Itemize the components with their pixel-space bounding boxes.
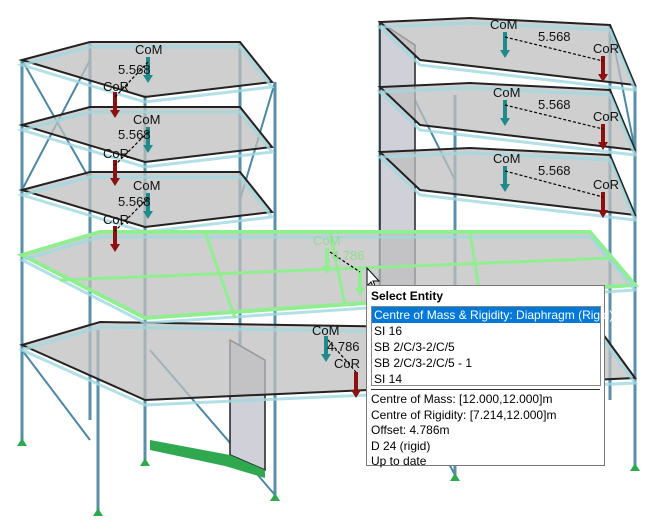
cor-label: CoR xyxy=(593,41,619,56)
beam-outline xyxy=(16,110,275,169)
offset-label-selected: 4.786 xyxy=(332,248,365,263)
cor-arrow-icon-head xyxy=(110,178,120,186)
cor-label: CoR xyxy=(103,79,129,94)
beam-outline xyxy=(376,21,638,92)
com-label: CoM xyxy=(133,112,160,127)
offset-label: 5.568 xyxy=(118,194,151,209)
selected-wall-footing xyxy=(150,440,265,478)
com-arrow-icon-head xyxy=(500,50,510,58)
status: Up to date xyxy=(371,454,427,468)
support-icon xyxy=(17,438,27,446)
cor-label: CoR xyxy=(103,212,129,227)
beam-outline xyxy=(376,151,638,222)
com-label: CoM xyxy=(133,178,160,193)
offset-line xyxy=(114,197,149,232)
entity-item-si16[interactable]: SI 16 xyxy=(374,324,403,338)
support-icon xyxy=(450,473,460,481)
com-arrow-icon-head xyxy=(321,354,331,362)
support-icon xyxy=(140,458,150,466)
com-arrow-icon-head xyxy=(143,211,153,219)
cor-arrow-icon-head xyxy=(110,110,120,118)
offset-label: 4.786 xyxy=(327,339,360,354)
cor-arrow-icon-head xyxy=(598,142,608,150)
floor-slab xyxy=(377,81,637,152)
com-label-selected: CoM xyxy=(313,233,340,248)
offset-line xyxy=(114,131,149,166)
offset-label: 5.568 xyxy=(118,62,151,77)
beam-outline xyxy=(376,86,638,157)
offset-label: 5.568 xyxy=(118,127,151,142)
offset-line xyxy=(504,36,604,62)
popup-title: Select Entity xyxy=(371,289,444,303)
support-icon xyxy=(270,493,280,501)
centre-of-mass: Centre of Mass: [12.000,12.000]m xyxy=(371,392,553,406)
entity-list[interactable]: Centre of Mass & Rigidity: Diaphragm (Ri… xyxy=(371,306,614,386)
com-label: CoM xyxy=(493,151,520,166)
offset-line xyxy=(504,170,604,198)
beam-outline xyxy=(17,325,638,407)
cor-label: CoR xyxy=(334,356,360,371)
com-label: CoM xyxy=(312,323,339,338)
cor-arrow-icon-head xyxy=(598,210,608,218)
offset-label: 5.568 xyxy=(538,163,571,178)
beam-outline xyxy=(16,175,275,234)
diaphragm-id: D 24 (rigid) xyxy=(371,438,431,453)
com-label: CoM xyxy=(493,85,520,100)
entity-item-si14[interactable]: SI 14 xyxy=(374,372,403,386)
cor-arrow-icon-head xyxy=(351,390,361,398)
com-arrow-selected-icon-head xyxy=(322,266,332,274)
offset-line xyxy=(329,251,361,273)
cor-label: CoR xyxy=(593,109,619,124)
entity-item-sb-2c3-2c5[interactable]: SB 2/C/3-2/C/5 xyxy=(374,340,455,354)
offset-line xyxy=(504,104,604,130)
centre-of-rigidity: Centre of Rigidity: [7.214,12.000]m xyxy=(371,407,557,422)
entity-item-diaphragm[interactable]: Centre of Mass & Rigidity: Diaphragm (Ri… xyxy=(372,307,614,323)
selected-diaphragm xyxy=(16,230,640,321)
entity-item-sb-2c3-2c5-1[interactable]: SB 2/C/3-2/C/5 - 1 xyxy=(374,356,473,370)
com-cor-arrows xyxy=(110,32,608,398)
cor-arrow-icon-head xyxy=(110,244,120,252)
brace xyxy=(21,349,91,441)
cor-arrow-selected-icon-head xyxy=(355,288,365,296)
select-entity-popup: Select Entity Centre of Mass & Rigidity:… xyxy=(366,285,614,468)
offset-line xyxy=(327,339,357,373)
beam-outline xyxy=(17,235,639,325)
com-label: CoM xyxy=(490,17,517,32)
entity-info: Centre of Mass: [12.000,12.000]m Centre … xyxy=(371,392,556,470)
com-label: CoM xyxy=(135,42,162,57)
com-arrow-icon-head xyxy=(143,75,153,83)
com-arrow-icon-head xyxy=(500,184,510,192)
offset: Offset: 4.786m xyxy=(371,423,450,437)
cor-arrow-icon-head xyxy=(598,74,608,82)
divider xyxy=(371,389,600,390)
offset-label: 5.568 xyxy=(538,97,571,112)
offset-label: 5.568 xyxy=(538,29,571,44)
support-icon xyxy=(93,508,103,516)
cor-label: CoR xyxy=(593,177,619,192)
annotations: CoM 5.568 CoR CoM 5.568 CoR CoM 5.568 Co… xyxy=(103,17,619,371)
floor-slab xyxy=(377,146,637,217)
slab-grid-line xyxy=(59,256,613,282)
cor-label: CoR xyxy=(103,146,129,161)
com-arrow-icon-head xyxy=(143,145,153,153)
com-arrow-icon-head xyxy=(500,118,510,126)
support-icon xyxy=(630,463,640,471)
beam-outline xyxy=(16,45,275,104)
offset-line xyxy=(114,61,149,98)
